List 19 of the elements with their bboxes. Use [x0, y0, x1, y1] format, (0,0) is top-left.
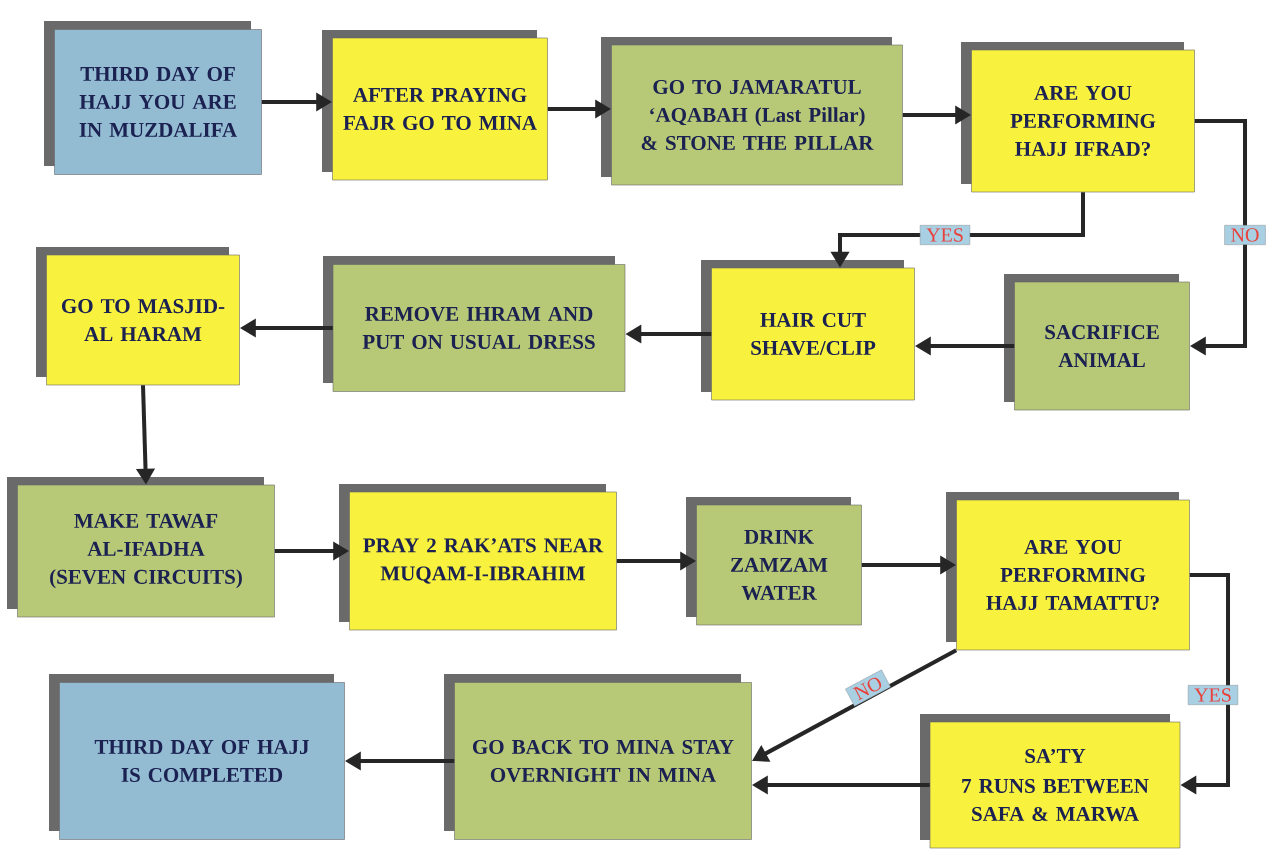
- process-box: SACRIFICE ANIMAL: [1004, 274, 1190, 411]
- process-box: MAKE TAWAF AL-IFADHA (SEVEN CIRCUITS): [7, 477, 275, 618]
- process-box: REMOVE IHRAM AND PUT ON USUAL DRESS: [323, 256, 626, 392]
- process-box: DRINK ZAMZAM WATER: [686, 497, 862, 626]
- decision-box: ARE YOU PERFORMING HAJJ TAMATTU?: [946, 492, 1190, 651]
- edge-label: NO: [845, 669, 891, 707]
- process-box: THIRD DAY OF HAJJ IS COMPLETED: [49, 674, 345, 840]
- decision-box: ARE YOU PERFORMING HAJJ IFRAD?: [961, 42, 1195, 193]
- process-box: AFTER PRAYING FAJR GO TO MINA: [322, 30, 548, 181]
- process-box: GO TO JAMARATUL ‘AQABAH (Last Pillar) & STONE THE PILLAR: [601, 37, 903, 186]
- process-box: PRAY 2 RAK’ATS NEAR MUQAM-I-IBRAHIM: [339, 484, 617, 631]
- process-box: GO BACK TO MINA STAY OVERNIGHT IN MINA: [444, 674, 752, 840]
- process-box: GO TO MASJID-AL HARAM: [36, 247, 240, 386]
- edge-label: NO: [1224, 225, 1266, 245]
- edge-label: YES: [919, 225, 971, 245]
- edge-label: YES: [1187, 685, 1239, 705]
- process-box: THIRD DAY OF HAJJ YOU ARE IN MUZDALIFA: [44, 21, 262, 175]
- process-box: HAIR CUT SHAVE/CLIP: [701, 260, 915, 401]
- process-box: SA’TY 7 RUNS BETWEEN SAFA & MARWA: [920, 714, 1181, 849]
